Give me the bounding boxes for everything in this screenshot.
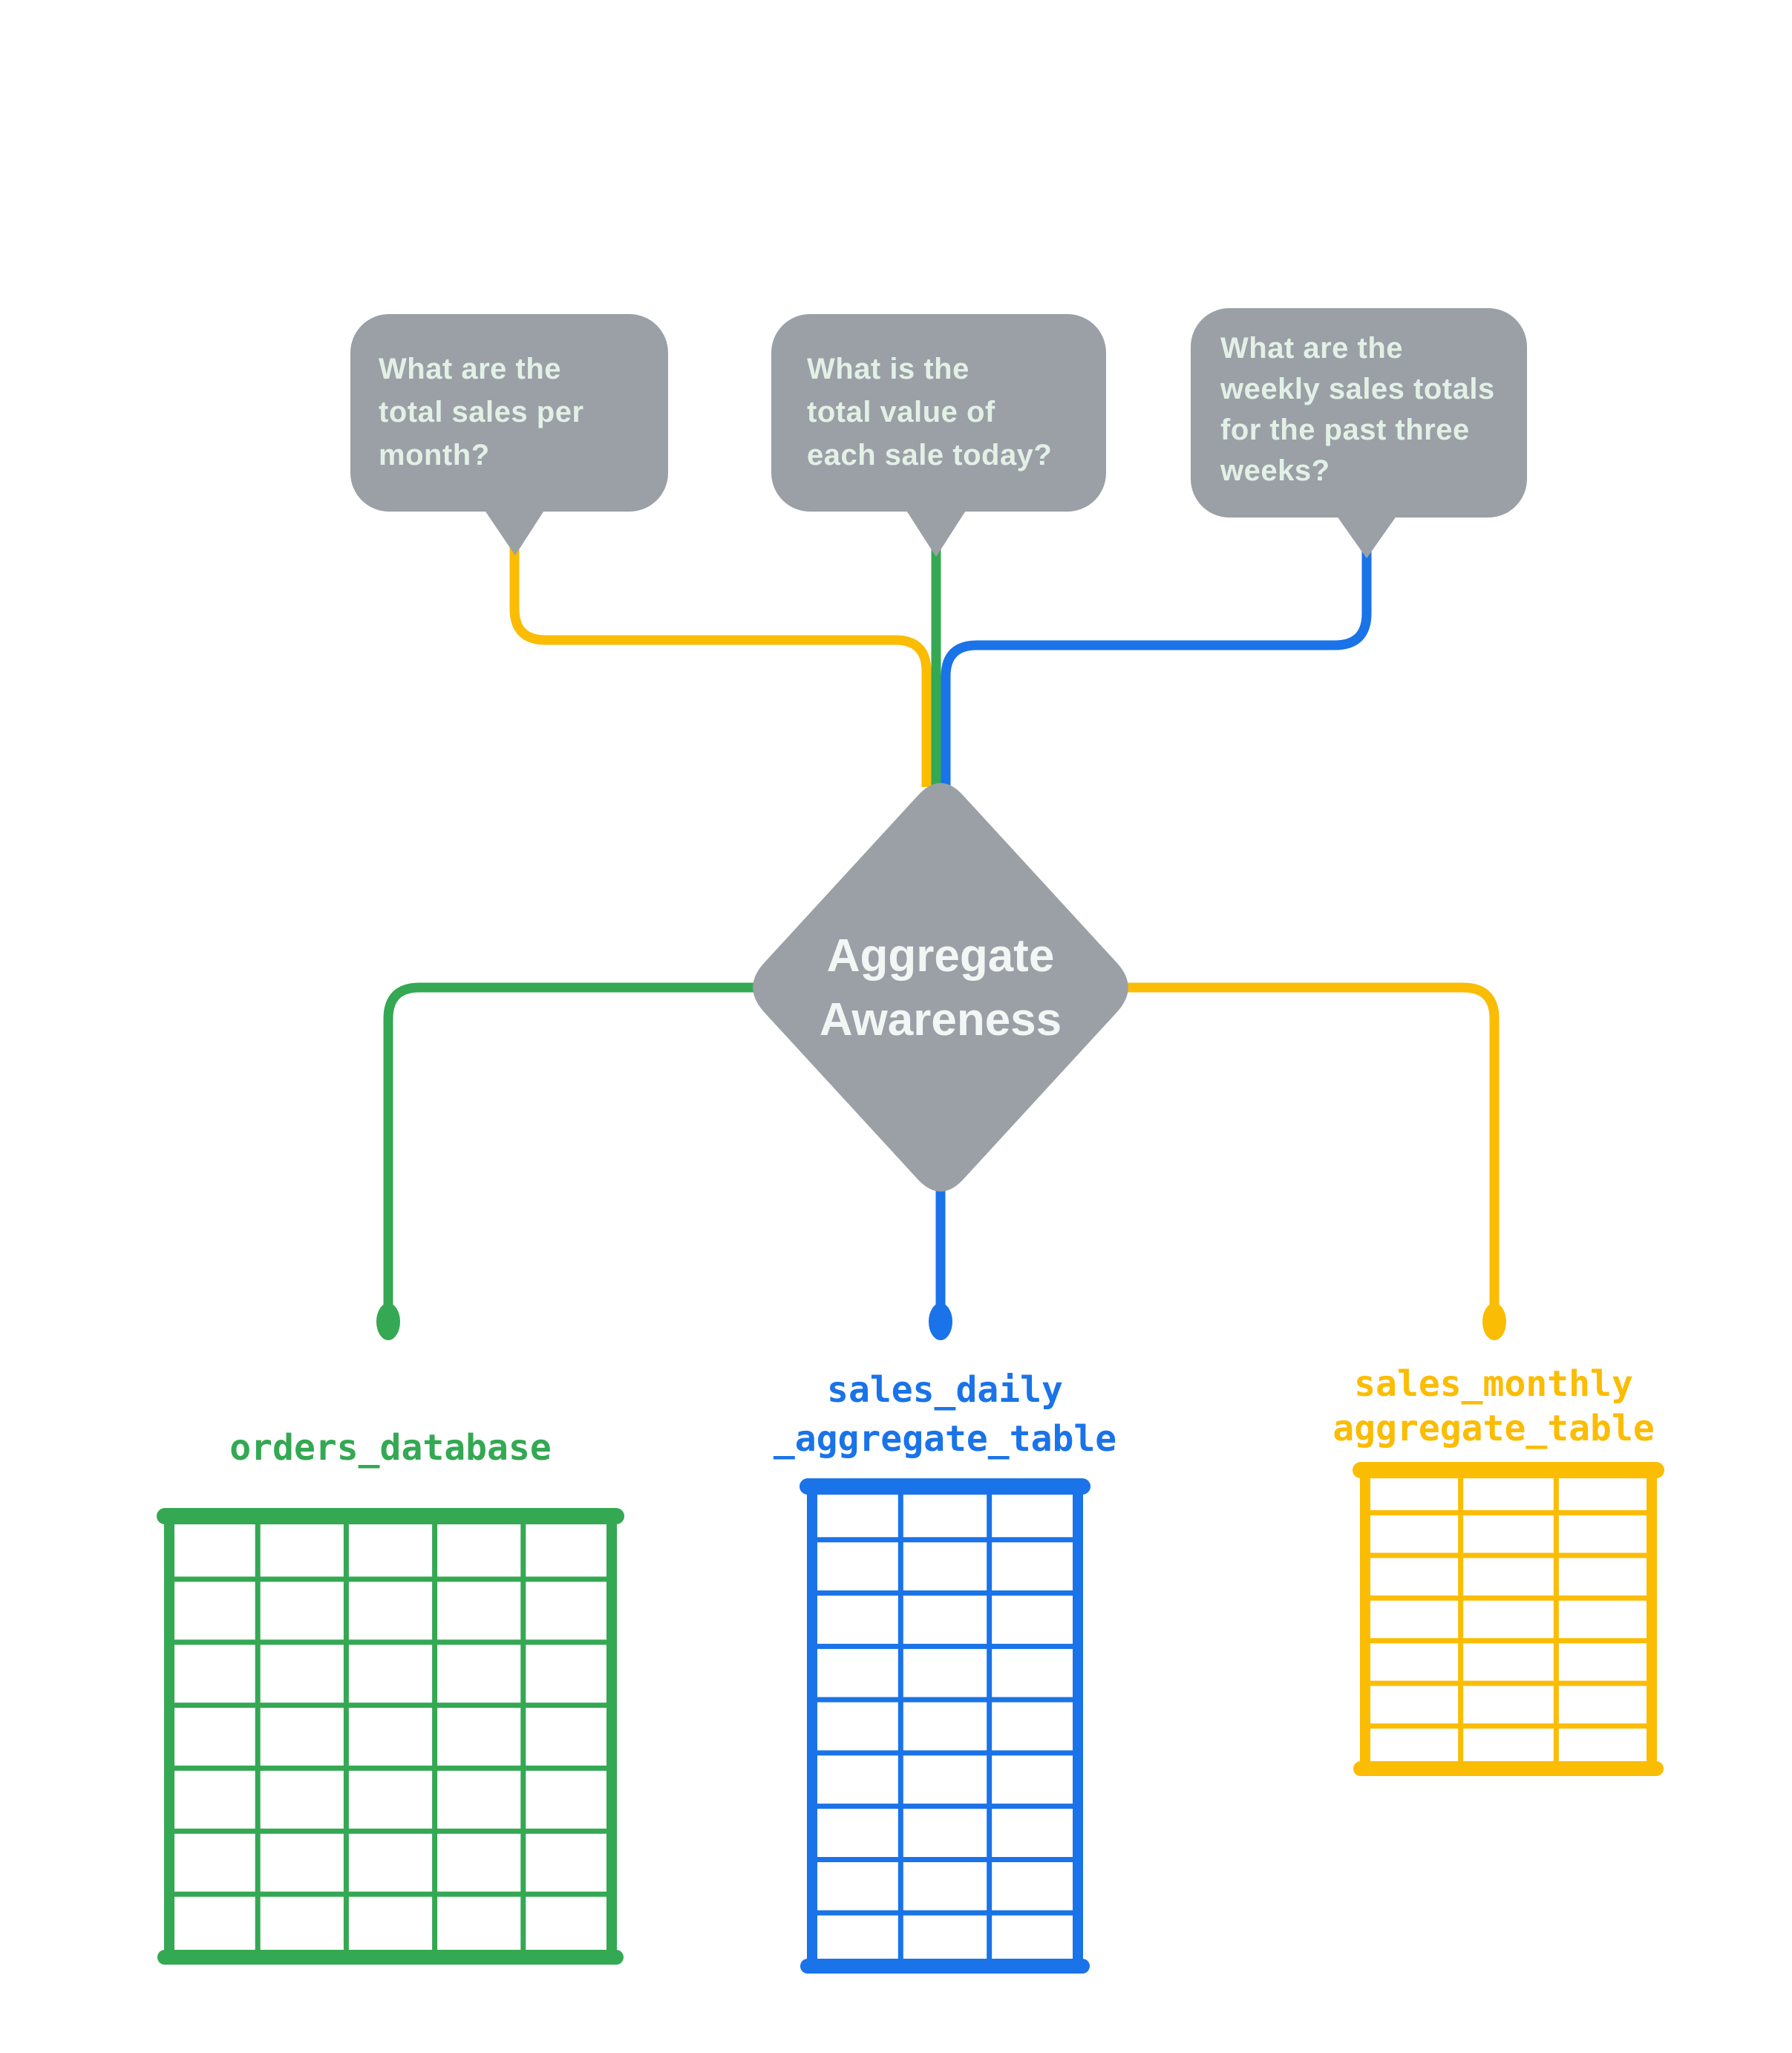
sales-daily-label-line1: sales_daily: [827, 1369, 1063, 1411]
exit-line-yellow-to-sales-monthly: [1125, 982, 1500, 1305]
orders-database-grid: [157, 1508, 624, 1965]
question-bubble-2-tail: [904, 507, 968, 557]
grid-line: [807, 1481, 1083, 1971]
endpoint-dot-yellow: [1482, 1303, 1506, 1340]
question-line: What is the: [807, 353, 969, 385]
question-bubble-1-body: [350, 314, 668, 512]
decision-diamond: [753, 783, 1128, 1192]
question-bubble-3-text: What are the weekly sales totals for the…: [1220, 328, 1495, 492]
sales-monthly-aggregate-table-grid: [1353, 1462, 1664, 1776]
question-bubble-2-body: [771, 314, 1106, 512]
sales-monthly-label-line1: sales_monthly: [1354, 1363, 1633, 1405]
endpoint-dot-blue: [929, 1303, 952, 1340]
decision-diamond-label-line1: Aggregate: [826, 930, 1055, 982]
question-line: total sales per: [379, 396, 584, 428]
question-bubble-1-tail: [483, 507, 546, 555]
sales-daily-aggregate-table-grid: [799, 1478, 1090, 1974]
grid-line: [164, 1511, 617, 1962]
question-line: each sale today?: [807, 439, 1053, 471]
decision-diamond-label-line2: Awareness: [819, 994, 1062, 1045]
connector-blue-question3: [941, 546, 1372, 787]
question-bubble-1-text: What are the total sales per month?: [379, 347, 584, 477]
question-line: month?: [379, 439, 490, 471]
question-line: What are the: [379, 353, 562, 385]
sales-monthly-label-line2: aggregate_table: [1332, 1408, 1655, 1449]
question-line: for the past three: [1220, 414, 1470, 446]
exit-line-green-to-orders-database: [383, 982, 757, 1305]
question-line: total value of: [807, 396, 995, 428]
question-line: weekly sales totals: [1220, 373, 1495, 405]
orders-database-label: orders_database: [229, 1427, 552, 1469]
question-bubble-3-body: [1191, 308, 1527, 518]
endpoint-dot-green: [376, 1303, 400, 1340]
question-bubble-3-tail: [1335, 513, 1399, 558]
sales-daily-label-line2: _aggregate_table: [773, 1418, 1117, 1460]
connector-yellow-question1: [509, 546, 932, 787]
question-line: weeks?: [1220, 454, 1330, 487]
question-line: What are the: [1220, 332, 1404, 365]
question-bubble-2-text: What is the total value of each sale tod…: [807, 347, 1052, 477]
